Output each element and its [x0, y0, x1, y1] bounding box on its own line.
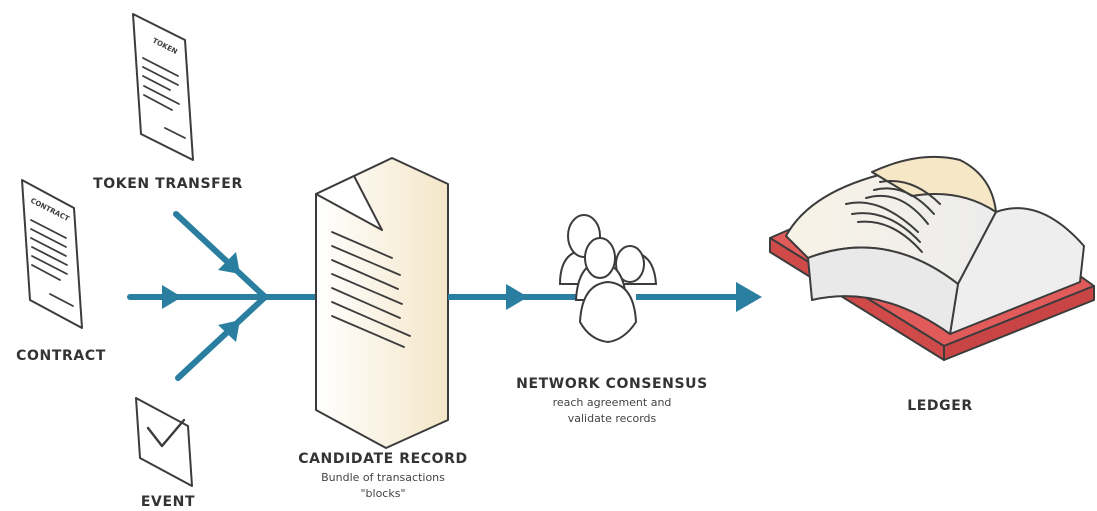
- event-label: EVENT: [140, 494, 196, 510]
- book-right-page: [949, 207, 1085, 335]
- book-page-edge: [807, 246, 959, 335]
- candidate-record-desc-2: "blocks": [360, 487, 406, 500]
- record-to-consensus-arrow: [448, 284, 590, 310]
- token-arrowhead: [218, 252, 240, 274]
- people-group-icon: [558, 214, 658, 344]
- network-consensus-desc-2: validate records: [567, 412, 657, 425]
- candidate-record-caption: CANDIDATE RECORD Bundle of transactions …: [290, 451, 476, 502]
- candidate-record-desc-1: Bundle of transactions: [321, 471, 445, 484]
- book-cover-front: [943, 285, 1095, 361]
- event-arrow: [175, 295, 267, 381]
- consensus-to-ledger-arrow: [636, 282, 762, 312]
- book-turning-page: [871, 155, 997, 213]
- input-arrows: [127, 211, 321, 381]
- input-arrowheads: [162, 252, 240, 342]
- token-transfer-label: TOKEN TRANSFER: [93, 176, 243, 192]
- contract-label: CONTRACT: [16, 348, 106, 364]
- contract-arrowhead: [162, 285, 182, 309]
- token-document-icon: TOKEN: [132, 13, 194, 161]
- event-checkbox-icon: [135, 397, 193, 487]
- event-arrowhead: [218, 320, 240, 342]
- network-consensus-desc-1: reach agreement and: [552, 396, 672, 409]
- candidate-record-title: CANDIDATE RECORD: [298, 451, 468, 467]
- network-consensus-title: NETWORK CONSENSUS: [516, 376, 708, 392]
- token-arrow: [173, 211, 267, 299]
- ledger-book-icon: [769, 155, 1095, 361]
- candidate-record-icon: [315, 157, 449, 449]
- network-consensus-caption: NETWORK CONSENSUS reach agreement and va…: [510, 376, 714, 427]
- ledger-label: LEDGER: [907, 398, 973, 414]
- contract-document-icon: CONTRACT: [21, 179, 83, 329]
